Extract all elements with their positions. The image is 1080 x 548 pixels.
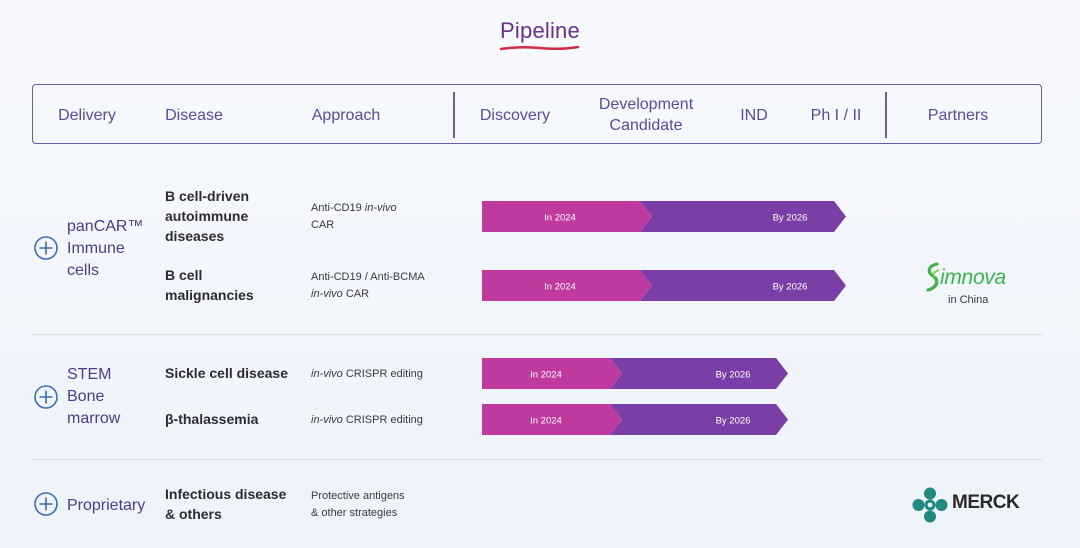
group-label-proprietary: Proprietary [67,497,146,514]
group-label-stem: STEM Bone marrow [67,366,121,427]
row-separator [32,459,1042,460]
header-development-candidate: Development Candidate [598,96,694,134]
approach-crispr-sickle: in-vivo CRISPR editing [311,368,423,380]
bar-end-label: By 2026 [773,213,808,224]
bar-end-label: By 2026 [716,370,751,381]
bar-start-label: In 2024 [544,282,576,293]
disease-infectious: Infectious disease & others [165,486,287,522]
header-divider [885,92,887,138]
header-phase: Ph I / II [810,107,862,124]
disease-b-cell-malignancies: B cell malignancies [165,267,254,303]
header-ind: IND [740,107,768,124]
title-underline [500,45,580,51]
group-label-pancar: panCAR™ Immune cells [67,218,144,279]
partner-merck-name: MERCK [952,492,1020,513]
progress-bar-sickle-cell: In 2024 By 2026 [482,358,788,389]
disease-beta-thalassemia: β-thalassemia [165,411,259,427]
plus-circle-icon [34,492,58,516]
pipeline-header [32,84,1042,144]
plus-circle-icon [34,385,58,409]
header-approach: Approach [311,107,381,124]
progress-bar-autoimmune: In 2024 By 2026 [482,201,846,232]
bar-start-label: In 2024 [530,416,562,427]
progress-bar-thalassemia: In 2024 By 2026 [482,404,788,435]
bar-end-label: By 2026 [773,282,808,293]
plus-circle-icon [34,236,58,260]
header-partners: Partners [927,107,989,124]
header-disease: Disease [165,107,223,124]
disease-autoimmune: B cell-driven autoimmune diseases [165,188,250,244]
merck-logo-icon [912,487,948,523]
bar-start-label: In 2024 [530,370,562,381]
bar-end-label: By 2026 [716,416,751,427]
header-delivery: Delivery [58,107,116,124]
partner-simnova-name: imnova [940,266,1006,289]
progress-bar-b-cell: In 2024 By 2026 [482,270,846,301]
header-discovery: Discovery [479,107,551,124]
row-separator [32,334,1042,335]
approach-anti-cd19: Anti-CD19 in-vivo CAR [311,202,397,231]
simnova-logo-icon [926,262,940,292]
partner-simnova-region: in China [948,294,989,306]
bar-start-label: In 2024 [544,213,576,224]
approach-anti-cd19-bcma: Anti-CD19 / Anti-BCMA in-vivo CAR [311,271,425,300]
disease-sickle-cell: Sickle cell disease [165,365,288,381]
approach-crispr-thalassemia: in-vivo CRISPR editing [311,414,423,426]
page-title: Pipeline [500,18,580,43]
approach-protective-antigens: Protective antigens & other strategies [311,490,405,519]
header-divider [453,92,455,138]
